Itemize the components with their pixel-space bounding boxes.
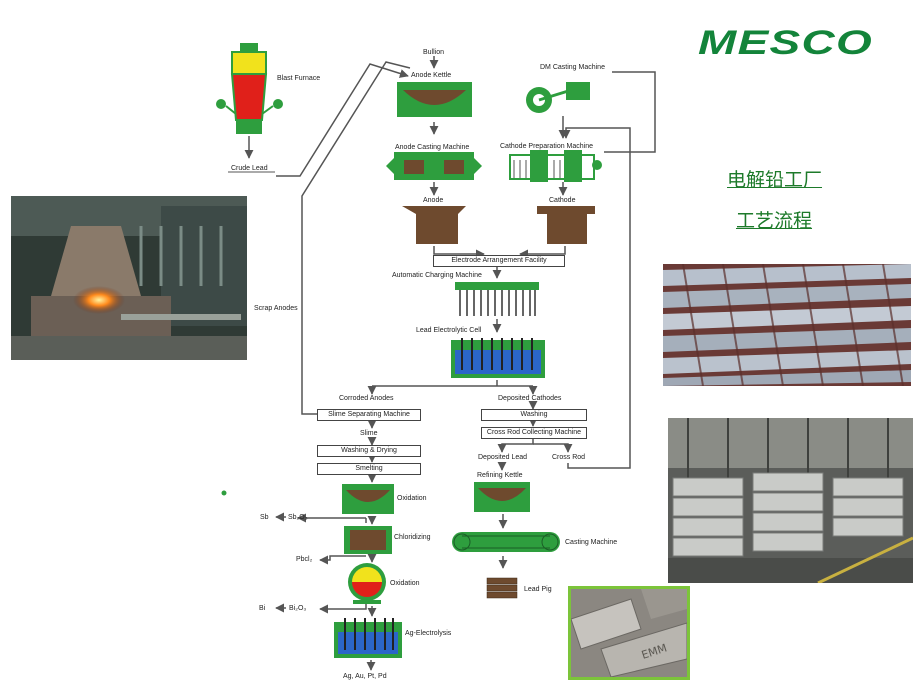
label-sb: Sb bbox=[260, 514, 269, 521]
box-washing: Washing bbox=[481, 409, 587, 421]
automatic-charging-machine-icon bbox=[455, 282, 539, 316]
label-bullion: Bullion bbox=[423, 49, 445, 56]
dm-casting-machine-icon bbox=[526, 82, 590, 113]
furnace-photo bbox=[11, 196, 247, 360]
label-cross-rod: Cross Rod bbox=[552, 454, 586, 461]
lead-electrolytic-cell-icon bbox=[451, 338, 545, 378]
label-slime: Slime bbox=[360, 430, 378, 437]
anode-kettle-icon bbox=[397, 82, 472, 117]
label-chloridizing: Chloridizing bbox=[394, 534, 431, 541]
ag-electrolysis-cell-icon bbox=[334, 618, 402, 658]
label-corroded-anodes: Corroded Anodes bbox=[339, 395, 394, 402]
anode-casting-machine-icon bbox=[386, 152, 482, 180]
lead-pig-closeup-photo: EMM bbox=[568, 586, 690, 680]
title-line-2: 工艺流程 bbox=[736, 210, 813, 232]
label-lead-pig: Lead Pig bbox=[524, 586, 552, 593]
label-deposited-lead: Deposited Lead bbox=[478, 454, 528, 461]
casting-machine-icon bbox=[452, 532, 560, 552]
label-precious-metals: Ag, Au, Pt, Pd bbox=[343, 673, 387, 680]
label-refining-kettle: Refining Kettle bbox=[477, 472, 523, 479]
label-pbcl2: Pbcl₂ bbox=[296, 556, 313, 563]
label-blast-furnace: Blast Furnace bbox=[277, 75, 321, 82]
label-ag-electrolysis: Ag-Electrolysis bbox=[405, 630, 452, 637]
label-cathode-preparation-machine: Cathode Preparation Machine bbox=[500, 143, 594, 150]
label-bi2o3: Bi₂O₃ bbox=[289, 605, 307, 612]
label-bi: Bi bbox=[259, 605, 266, 612]
label-casting-machine: Casting Machine bbox=[565, 539, 618, 546]
lead-pig-stack-icon bbox=[486, 577, 518, 599]
cathode-sheets-photo bbox=[663, 264, 911, 386]
label-scrap-anodes: Scrap Anodes bbox=[254, 305, 298, 312]
box-washing-drying: Washing & Drying bbox=[317, 445, 421, 457]
label-anode: Anode bbox=[423, 197, 444, 204]
label-lead-electrolytic-cell: Lead Electrolytic Cell bbox=[416, 327, 482, 334]
label-crude-lead: Crude Lead bbox=[231, 165, 268, 172]
oxidation-drum-icon bbox=[348, 563, 386, 604]
label-cathode: Cathode bbox=[549, 197, 576, 204]
blast-furnace-icon bbox=[216, 43, 283, 134]
label-deposited-cathodes: Deposited Cathodes bbox=[498, 395, 562, 402]
label-anode-kettle: Anode Kettle bbox=[411, 72, 452, 79]
title-line-1: 电解铅工厂 bbox=[727, 169, 823, 191]
box-cross-rod-collecting-machine: Cross Rod Collecting Machine bbox=[481, 427, 587, 439]
box-smelting: Smelting bbox=[317, 463, 421, 475]
mesco-logo: MESCO bbox=[698, 24, 874, 62]
chloridizing-tank-icon bbox=[344, 526, 392, 554]
anode-icon bbox=[402, 206, 466, 244]
cathode-icon bbox=[537, 206, 595, 244]
lead-ingots-photo bbox=[668, 418, 913, 583]
label-automatic-charging-machine: Automatic Charging Machine bbox=[392, 272, 482, 279]
cathode-preparation-machine-icon bbox=[509, 150, 602, 182]
marker-dot bbox=[221, 490, 227, 496]
label-oxidation-1: Oxidation bbox=[397, 495, 427, 502]
refining-kettle-icon bbox=[474, 482, 530, 512]
label-oxidation-2: Oxidation bbox=[390, 580, 420, 587]
label-anode-casting-machine: Anode Casting Machine bbox=[395, 144, 470, 151]
label-dm-casting-machine: DM Casting Machine bbox=[540, 64, 605, 71]
label-sb2o3: Sb₂O₃ bbox=[288, 514, 308, 521]
box-electrode-arrangement-facility: Electrode Arrangement Facility bbox=[433, 255, 565, 267]
box-slime-separating-machine: Slime Separating Machine bbox=[317, 409, 421, 421]
oxidation-kettle-icon bbox=[342, 484, 394, 514]
